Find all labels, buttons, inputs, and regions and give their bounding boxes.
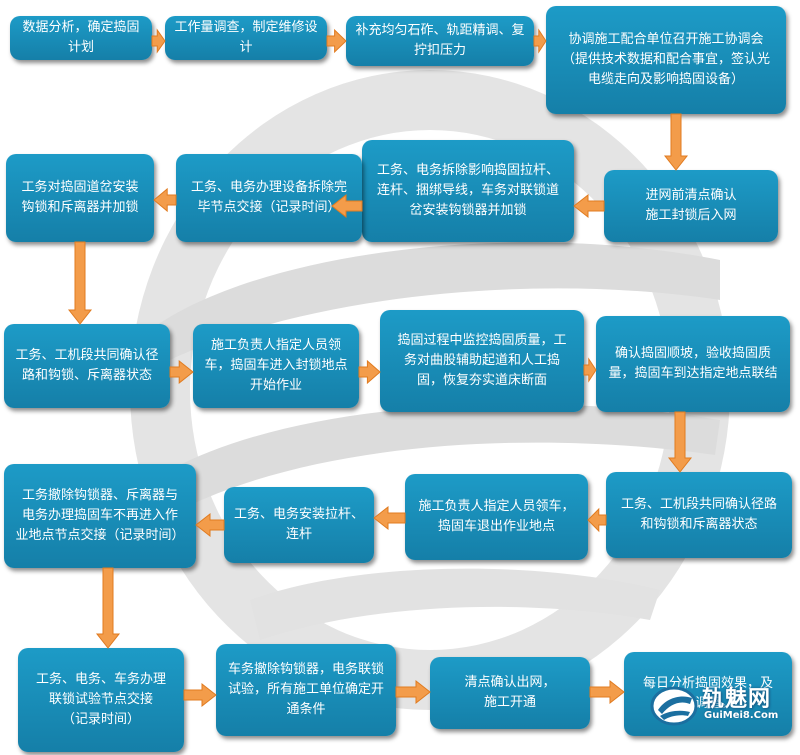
step-box-14: 施工负责人指定人员领车， 捣固车退出作业地点 — [405, 474, 588, 560]
step-text-line: 施工负责人指定人员领 — [210, 338, 341, 353]
flow-arrow-6 — [331, 193, 363, 219]
step-text-line: 务对曲股辅助起道和人工捣 — [403, 353, 560, 368]
logo-icon — [650, 686, 698, 726]
step-text-line: 开始作业 — [249, 378, 302, 393]
step-box-9: 工务、工机段共同确认径路和钩锁、斥离器状态 — [4, 324, 170, 408]
flow-arrow-5 — [573, 193, 605, 219]
flow-arrow-1 — [151, 28, 166, 54]
step-text-line: 量，捣固车到达指定地点联结 — [608, 366, 778, 381]
step-text-line: 固，恢复夯实道床断面 — [416, 373, 547, 388]
step-box-5: 进网前清点确认施工封锁后入网 — [604, 170, 778, 242]
step-box-1: 数据分析，确定捣固计划 — [10, 16, 152, 60]
flow-arrow-7 — [153, 187, 177, 213]
step-text-line: 协调施工配合单位召开施工协调会 — [568, 32, 764, 47]
step-text-line: 和钩锁和斥离器状态 — [640, 517, 758, 532]
step-text-line: 工作量调查，制定维修设 — [174, 20, 318, 35]
step-text-line: 工务、电务办理设备拆除完 — [190, 180, 347, 195]
step-text-line: 施工开通 — [483, 695, 536, 710]
step-box-13: 工务、工机段共同确认径路和钩锁和斥离器状态 — [606, 472, 792, 558]
step-text-line: 连杆、捆绑导线，车务对联锁道 — [376, 183, 559, 198]
flow-arrow-17 — [183, 682, 217, 708]
step-text-line: 岔安装钩锁器并加锁 — [409, 203, 527, 218]
step-box-7: 工务、电务办理设备拆除完毕节点交接（记录时间） — [176, 154, 362, 242]
step-text-line: 路和钩锁、斥离器状态 — [21, 368, 152, 383]
flow-arrow-13 — [587, 507, 607, 533]
step-box-8: 工务对捣固道岔安装钩锁和斥离器并加锁 — [6, 154, 154, 242]
step-text-line: 工务、电务、车务办理 — [35, 672, 166, 687]
step-box-2: 工作量调查，制定维修设计 — [165, 16, 327, 60]
logo-domain: GuiMei8.Com — [704, 710, 779, 721]
step-text-line: 工务、工机段共同确认径路 — [620, 497, 777, 512]
step-text-line: 清点确认出网， — [464, 675, 556, 690]
step-text-line: 施工封锁后入网 — [645, 208, 737, 223]
flow-arrow-14 — [373, 505, 406, 531]
step-text-line: 工务、电务安装拉杆、 — [233, 507, 364, 522]
step-box-18: 车务撤除钩锁器，电务联锁试验，所有施工单位确定开通条件 — [216, 644, 396, 736]
step-text-line: （记录时间） — [61, 712, 140, 727]
step-text-line: 工务、电务拆除影响捣固拉杆、 — [376, 163, 559, 178]
step-box-3: 补充均匀石砟、轨距精调、复拧扣压力 — [346, 16, 534, 66]
step-text-line: 施工负责人指定人员领车， — [418, 499, 575, 514]
step-text-line: 捣固车退出作业地点 — [437, 519, 555, 534]
flow-arrow-9 — [169, 359, 194, 385]
flow-arrow-19 — [589, 679, 625, 705]
step-box-16: 工务撤除钩锁器、斥离器与电务办理捣固车不再进入作业地点节点交接（记录时间） — [4, 464, 196, 568]
step-box-17: 工务、电务、车务办理联锁试验节点交接 （记录时间） — [18, 648, 184, 752]
step-text-line: 电务办理捣固车不再进入作 — [21, 508, 178, 523]
step-text-line: 联锁试验节点交接 — [48, 692, 153, 707]
step-box-4: 协调施工配合单位召开施工协调会 （提供技术数据和配合事宜，签认光电缆走向及影响捣固… — [546, 6, 786, 114]
step-text-line: 捣固过程中监控捣固质量，工 — [397, 333, 567, 348]
step-text-line: 车，捣固车进入封锁地点 — [204, 358, 348, 373]
step-text-line: 工务对捣固道岔安装 — [21, 180, 139, 195]
step-text-line: 进网前清点确认 — [645, 188, 737, 203]
flow-arrow-2 — [326, 28, 347, 54]
step-box-10: 施工负责人指定人员领车，捣固车进入封锁地点开始作业 — [193, 324, 359, 408]
step-text-line: 车务撤除钩锁器，电务联锁 — [227, 662, 384, 677]
step-text-line: 补充均匀石砟、轨距精调、复 — [355, 23, 525, 38]
step-text-line: 毕节点交接（记录时间） — [197, 200, 341, 215]
step-text-line: 电缆走向及影响捣固设备） — [587, 72, 744, 87]
step-text-line: 计 — [239, 40, 253, 55]
logo-name: 轨魅网 — [702, 687, 772, 712]
step-text-line: 数据分析，确定捣固 — [22, 20, 140, 35]
step-box-19: 清点确认出网， 施工开通 — [430, 657, 590, 729]
flow-arrow-4 — [663, 113, 689, 171]
step-text-line: 通条件 — [286, 702, 326, 717]
step-box-11: 捣固过程中监控捣固质量，工务对曲股辅助起道和人工捣固，恢复夯实道床断面 — [380, 310, 584, 412]
step-text-line: 计划 — [67, 40, 94, 55]
step-text-line: （提供技术数据和配合事宜，签认光 — [561, 52, 770, 67]
step-text-line: 钩锁和斥离器并加锁 — [21, 200, 139, 215]
flow-arrow-18 — [395, 679, 431, 705]
flow-arrow-3 — [533, 28, 547, 54]
flow-arrow-11 — [583, 357, 597, 383]
step-text-line: 工务撤除钩锁器、斥离器与 — [21, 488, 178, 503]
step-text-line: 工务、工机段共同确认径 — [15, 348, 159, 363]
step-text-line: 确认捣固顺坡，验收捣固质 — [614, 346, 771, 361]
flow-arrow-10 — [358, 359, 381, 385]
flow-arrow-8 — [67, 241, 93, 325]
flow-arrow-12 — [667, 411, 693, 473]
step-text-line: 业地点节点交接（记录时间） — [15, 528, 185, 543]
step-text-line: 连杆 — [285, 527, 312, 542]
step-text-line: 试验，所有施工单位确定开 — [227, 682, 384, 697]
step-box-15: 工务、电务安装拉杆、连杆 — [224, 487, 374, 563]
step-box-6: 工务、电务拆除影响捣固拉杆、连杆、捆绑导线，车务对联锁道岔安装钩锁器并加锁 — [362, 140, 574, 242]
flow-arrow-16 — [95, 567, 121, 649]
step-box-12: 确认捣固顺坡，验收捣固质量，捣固车到达指定地点联结 — [596, 316, 790, 412]
step-text-line: 拧扣压力 — [413, 43, 466, 58]
flow-arrow-15 — [195, 512, 225, 538]
